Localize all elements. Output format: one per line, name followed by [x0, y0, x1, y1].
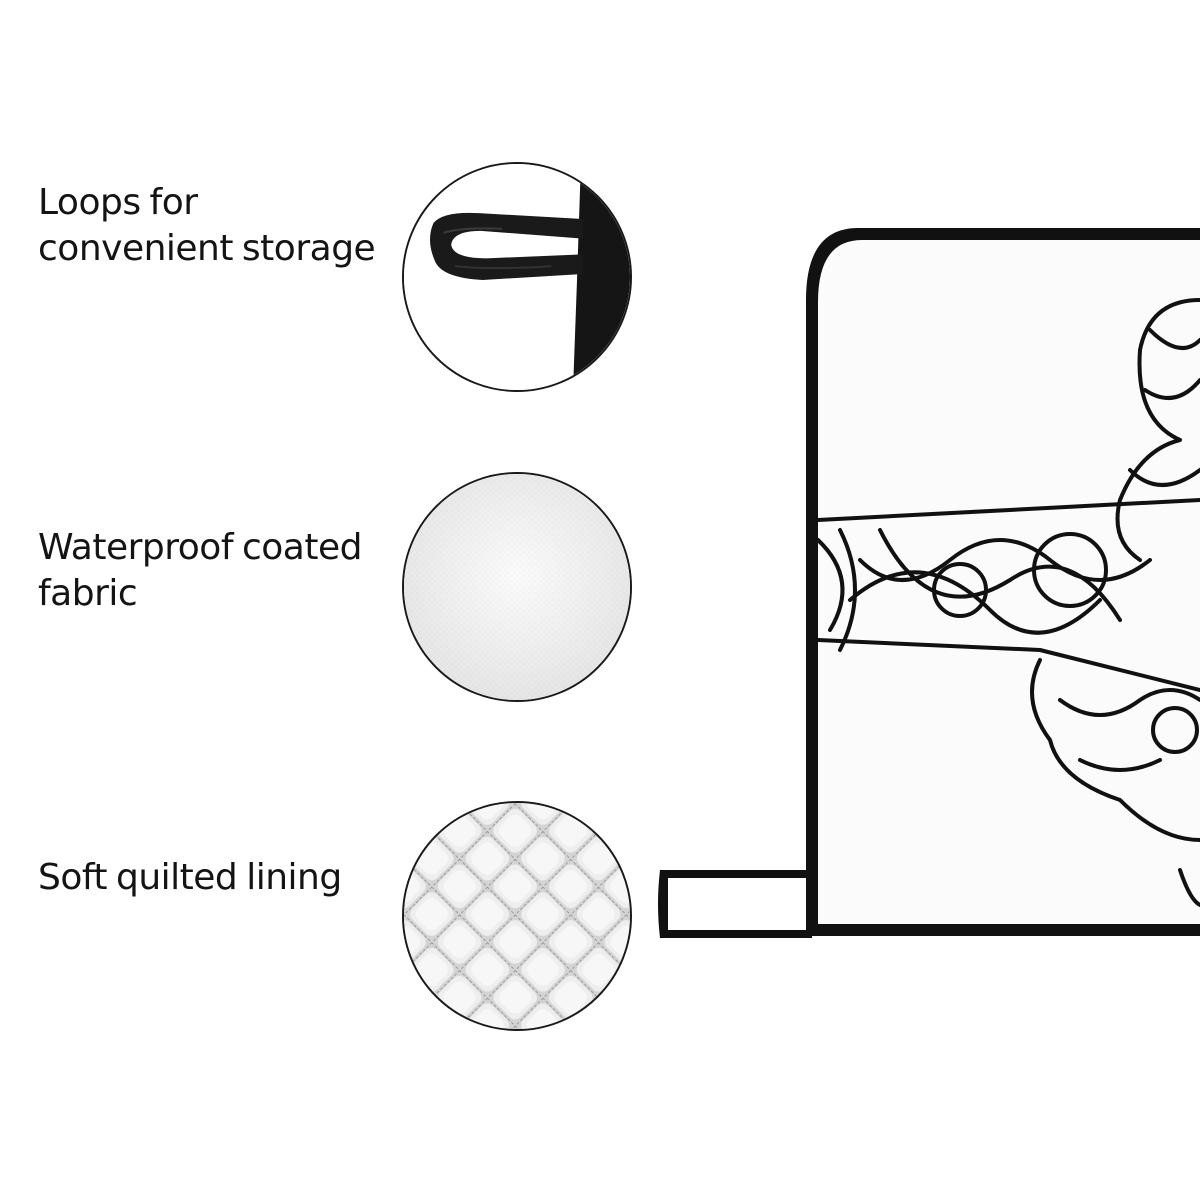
feature-label-line: Waterproof coated [38, 527, 362, 568]
stained-glass-pattern [816, 298, 1200, 907]
feature-label-fabric: Waterproof coated fabric [38, 525, 378, 617]
fabric-texture-icon [402, 472, 632, 702]
feature-label-line: convenient storage [38, 228, 376, 269]
feature-label-line: Loops for [38, 182, 198, 223]
feature-label-lining: Soft quilted lining [38, 855, 378, 901]
feature-label-line: Soft quilted lining [38, 857, 342, 898]
hanging-loop-icon [402, 162, 632, 392]
feature-label-loops: Loops for convenient storage [38, 180, 378, 272]
quilted-lining-icon [402, 801, 632, 1031]
feature-label-line: fabric [38, 573, 138, 614]
